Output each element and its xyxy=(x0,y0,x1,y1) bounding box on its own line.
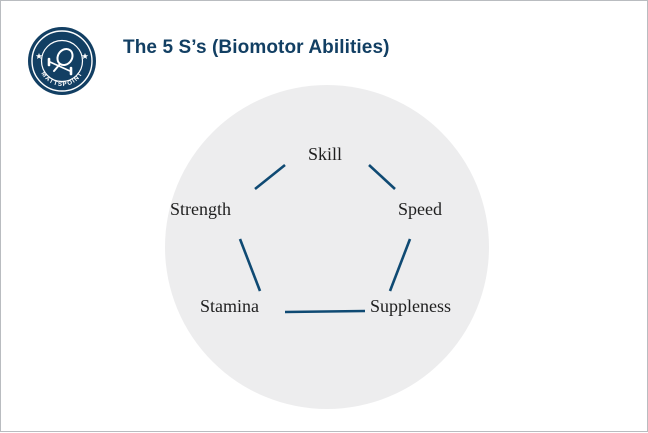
node-label-skill: Skill xyxy=(308,144,343,164)
page-title: The 5 S’s (Biomotor Abilities) xyxy=(123,37,390,58)
node-label-stamina: Stamina xyxy=(200,296,259,316)
node-label-suppleness: Suppleness xyxy=(370,296,451,316)
edge-strength-skill xyxy=(254,163,286,191)
edge-stamina-strength xyxy=(238,238,262,292)
mattspoint-logo: MATTSPOINT xyxy=(28,27,96,95)
node-label-speed: Speed xyxy=(398,199,442,219)
background-circle xyxy=(165,85,489,409)
edge-skill-speed xyxy=(368,164,396,190)
node-label-strength: Strength xyxy=(170,199,231,219)
edge-speed-suppleness xyxy=(388,238,412,292)
edge-suppleness-stamina xyxy=(284,309,366,314)
